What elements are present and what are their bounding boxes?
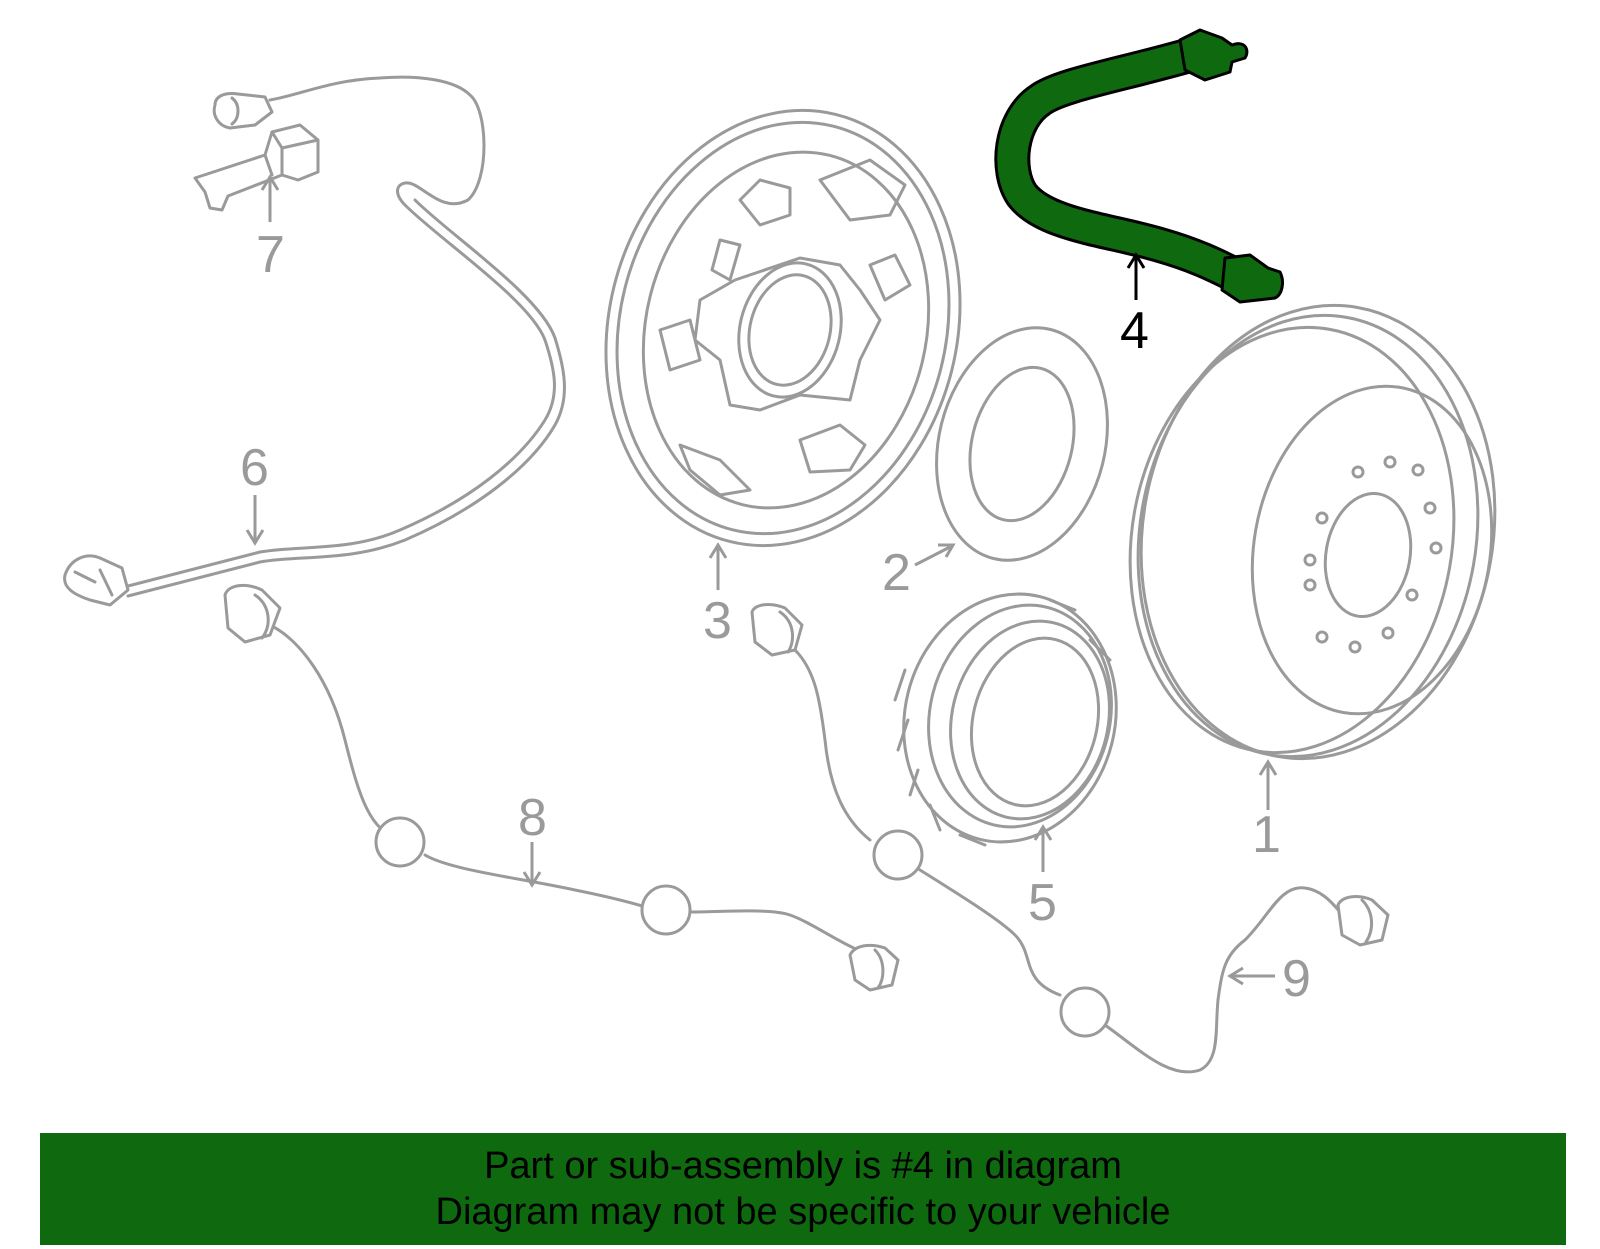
callout-5-label: 5 — [1028, 874, 1057, 932]
sensor-wire-harness — [63, 75, 566, 607]
callout-8: 8 — [518, 789, 547, 888]
harness-connector-top — [212, 92, 274, 130]
drum-lug-holes — [1303, 455, 1443, 654]
callout-8-label: 8 — [518, 789, 547, 847]
callout-1-label: 1 — [1252, 806, 1281, 864]
callout-9: 9 — [1227, 950, 1311, 1008]
seal — [935, 326, 1109, 562]
callout-4-label: 4 — [1120, 302, 1149, 360]
hose-fitting-bottom — [1220, 253, 1284, 304]
callout-7: 7 — [256, 174, 285, 284]
cable-9-plug-end — [1336, 895, 1390, 947]
callout-6-label: 6 — [240, 439, 269, 497]
callout-1: 1 — [1252, 759, 1281, 864]
backing-plate — [604, 108, 962, 548]
banner-part-line: Part or sub-assembly is #4 in diagram — [484, 1145, 1122, 1187]
harness-connector-end — [63, 554, 130, 607]
abs-sensor-cable-9 — [750, 603, 1390, 1074]
callout-3-label: 3 — [703, 592, 732, 650]
brake-drum — [1128, 303, 1497, 761]
abs-tone-ring — [893, 592, 1118, 847]
cable-9-plug-top — [750, 603, 804, 657]
hose-fitting-top — [1178, 28, 1249, 82]
abs-sensor-cable-8 — [223, 583, 900, 992]
callout-7-label: 7 — [256, 226, 285, 284]
callout-3: 3 — [703, 542, 732, 650]
callout-5: 5 — [1028, 824, 1057, 932]
callout-9-label: 9 — [1282, 950, 1311, 1008]
callout-4: 4 — [1120, 252, 1149, 360]
brake-hose-highlighted — [994, 28, 1284, 304]
cable-8-plug-top — [223, 583, 282, 644]
callout-2-label: 2 — [882, 544, 911, 602]
banner-disclaimer-line: Diagram may not be specific to your vehi… — [435, 1191, 1171, 1233]
cable-8-plug-end — [848, 943, 900, 992]
callout-2: 2 — [882, 543, 956, 602]
clip — [193, 123, 320, 212]
info-banner: Part or sub-assembly is #4 in diagram Di… — [40, 1133, 1566, 1245]
callout-6: 6 — [240, 439, 269, 546]
